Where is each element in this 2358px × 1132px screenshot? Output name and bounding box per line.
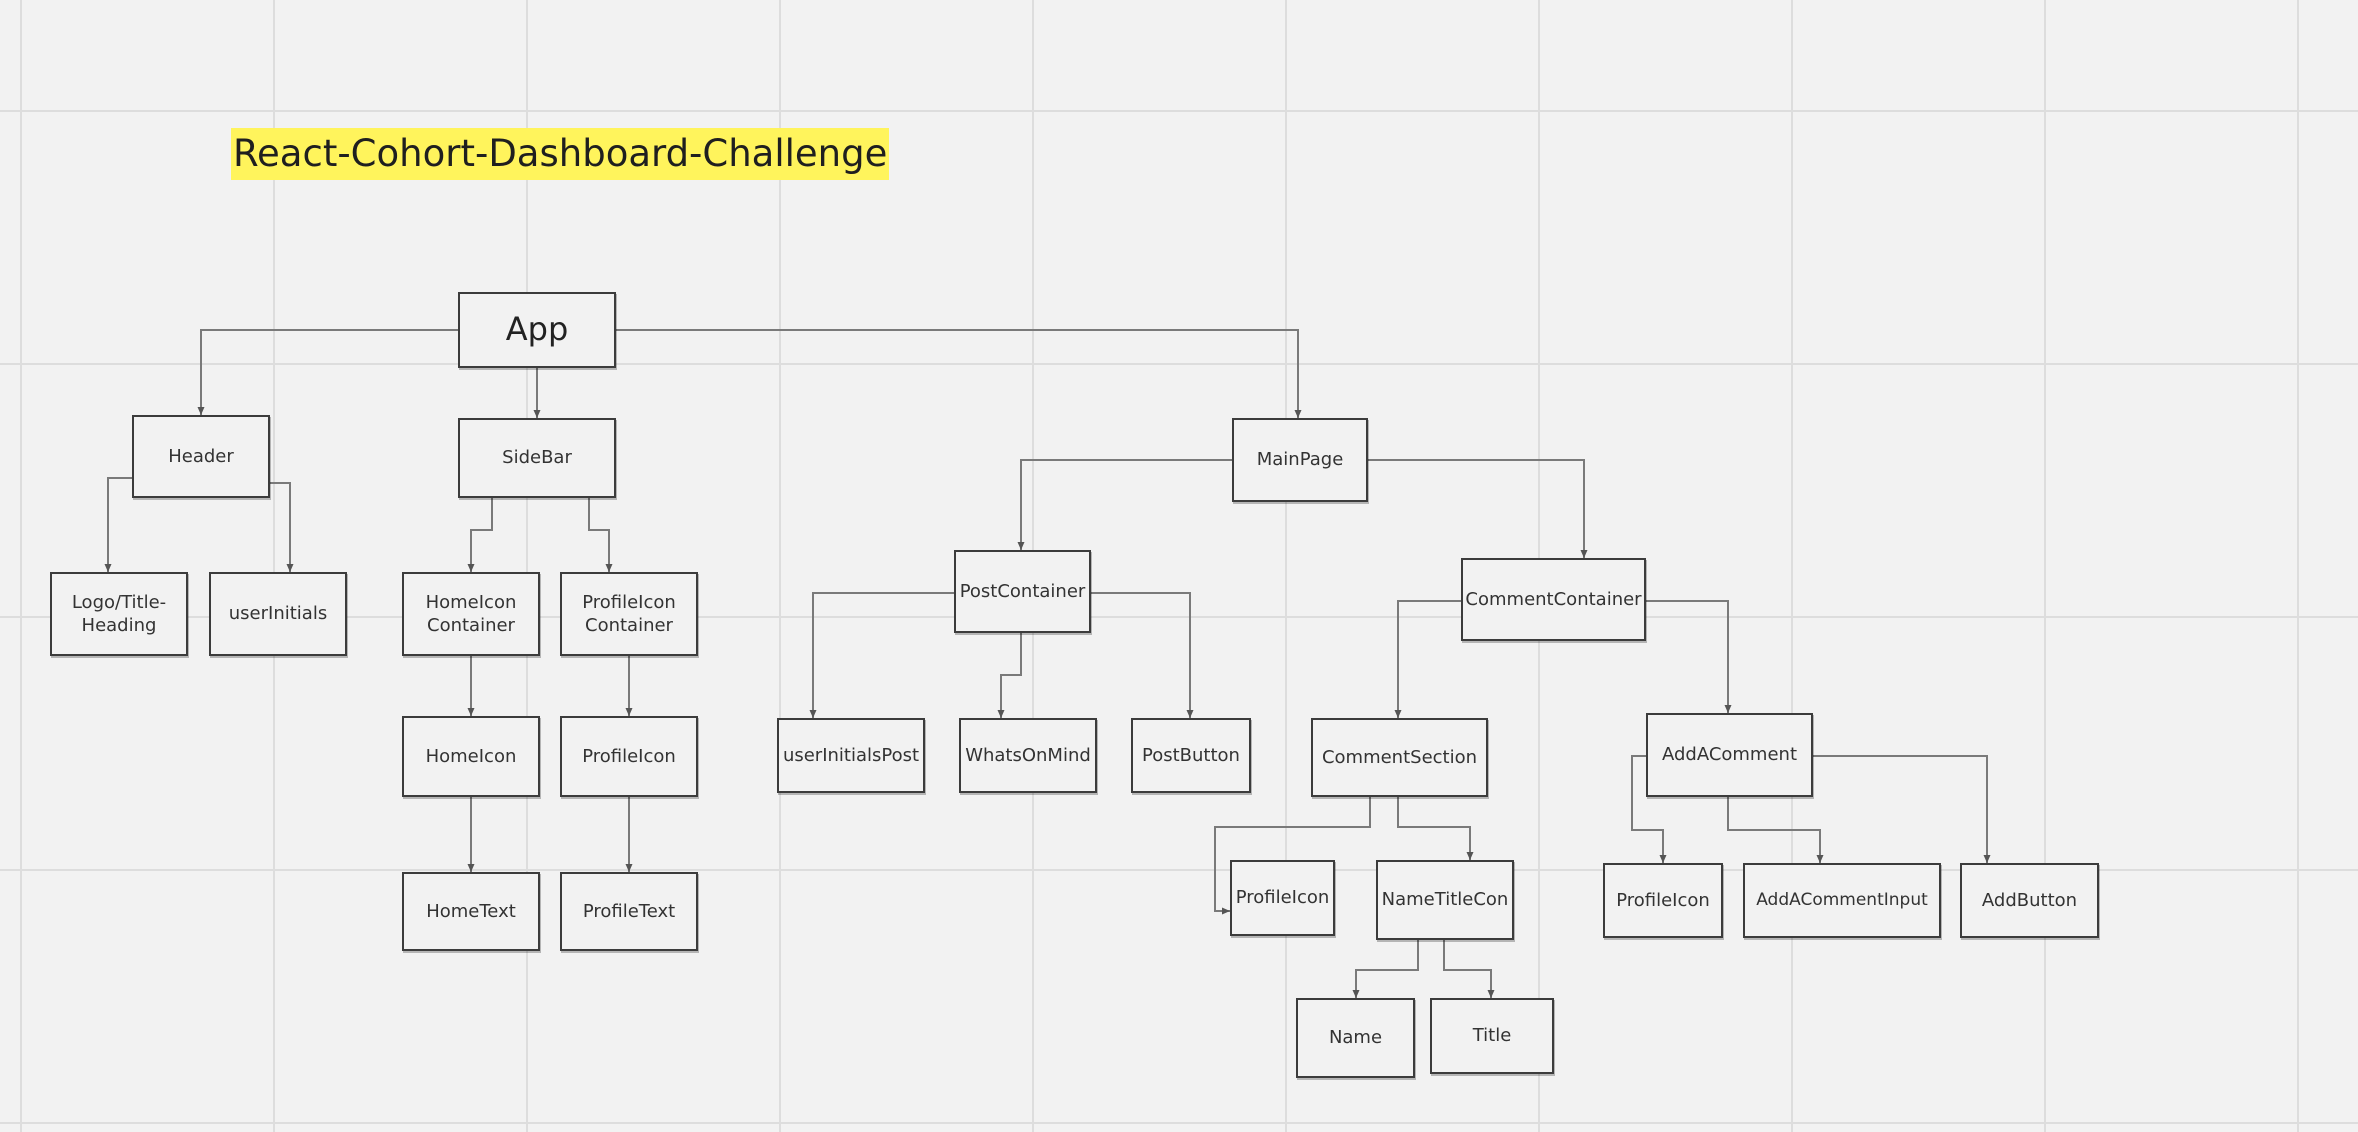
connector-sidebar-homeiconcontainer bbox=[467, 498, 493, 572]
connector-commentcontainer-commentsection bbox=[1394, 600, 1461, 718]
connector-nametitlecon-name bbox=[1352, 940, 1419, 998]
connector-commentsection-profileicon bbox=[1214, 797, 1371, 915]
node-user-initials[interactable]: userInitials bbox=[209, 572, 347, 656]
node-main-page[interactable]: MainPage bbox=[1232, 418, 1368, 502]
node-name[interactable]: Name bbox=[1296, 998, 1415, 1078]
connector-nametitlecon-title bbox=[1443, 940, 1495, 998]
connector-addacomment-addbutton bbox=[1812, 755, 1991, 863]
node-whats-on-mind[interactable]: WhatsOnMind bbox=[959, 718, 1097, 793]
node-profile-icon[interactable]: ProfileIcon bbox=[560, 716, 698, 797]
connector-postcontainer-whatsonmind bbox=[997, 633, 1022, 718]
connector-app-mainpage bbox=[616, 329, 1302, 418]
node-home-icon-container[interactable]: HomeIcon Container bbox=[402, 572, 540, 656]
connector-postcontainer-userinitialspost bbox=[809, 592, 954, 718]
node-sidebar[interactable]: SideBar bbox=[458, 418, 616, 498]
connector-commentcontainer-addacomment bbox=[1644, 600, 1732, 713]
node-profile-text[interactable]: ProfileText bbox=[560, 872, 698, 951]
node-add-button[interactable]: AddButton bbox=[1960, 863, 2099, 938]
node-post-container[interactable]: PostContainer bbox=[954, 550, 1091, 633]
node-comment-profile-icon[interactable]: ProfileIcon bbox=[1230, 860, 1335, 936]
node-logo-title-heading[interactable]: Logo/Title- Heading bbox=[50, 572, 188, 656]
connector-postcontainer-postbutton bbox=[1089, 592, 1194, 718]
node-title[interactable]: Title bbox=[1430, 998, 1554, 1074]
node-add-a-comment-input[interactable]: AddACommentInput bbox=[1743, 863, 1941, 938]
connector-commentsection-nametitlecon bbox=[1397, 797, 1474, 860]
node-user-initials-post[interactable]: userInitialsPost bbox=[777, 718, 925, 793]
node-home-icon[interactable]: HomeIcon bbox=[402, 716, 540, 797]
connector-addacomment-profileicon bbox=[1631, 755, 1667, 863]
node-comment-container[interactable]: CommentContainer bbox=[1461, 558, 1646, 641]
node-app[interactable]: App bbox=[458, 292, 616, 368]
connector-header-userinitials bbox=[270, 482, 294, 572]
diagram-title[interactable]: React-Cohort-Dashboard-Challenge bbox=[231, 128, 890, 180]
connector-sidebar-profileiconcontainer bbox=[588, 498, 613, 572]
connector-mainpage-postcontainer bbox=[1017, 459, 1232, 550]
node-profile-icon-container[interactable]: ProfileIcon Container bbox=[560, 572, 698, 656]
node-name-title-con[interactable]: NameTitleCon bbox=[1376, 860, 1514, 940]
node-header[interactable]: Header bbox=[132, 415, 270, 498]
node-add-profile-icon[interactable]: ProfileIcon bbox=[1603, 863, 1723, 938]
connector-mainpage-commentcontainer bbox=[1367, 459, 1588, 558]
node-comment-section[interactable]: CommentSection bbox=[1311, 718, 1488, 797]
connector-addacomment-addacommentinput bbox=[1727, 797, 1824, 863]
connector-app-header bbox=[197, 329, 458, 415]
node-add-a-comment[interactable]: AddAComment bbox=[1646, 713, 1813, 797]
node-home-text[interactable]: HomeText bbox=[402, 872, 540, 951]
node-post-button[interactable]: PostButton bbox=[1131, 718, 1251, 793]
connector-header-logo bbox=[104, 477, 132, 572]
